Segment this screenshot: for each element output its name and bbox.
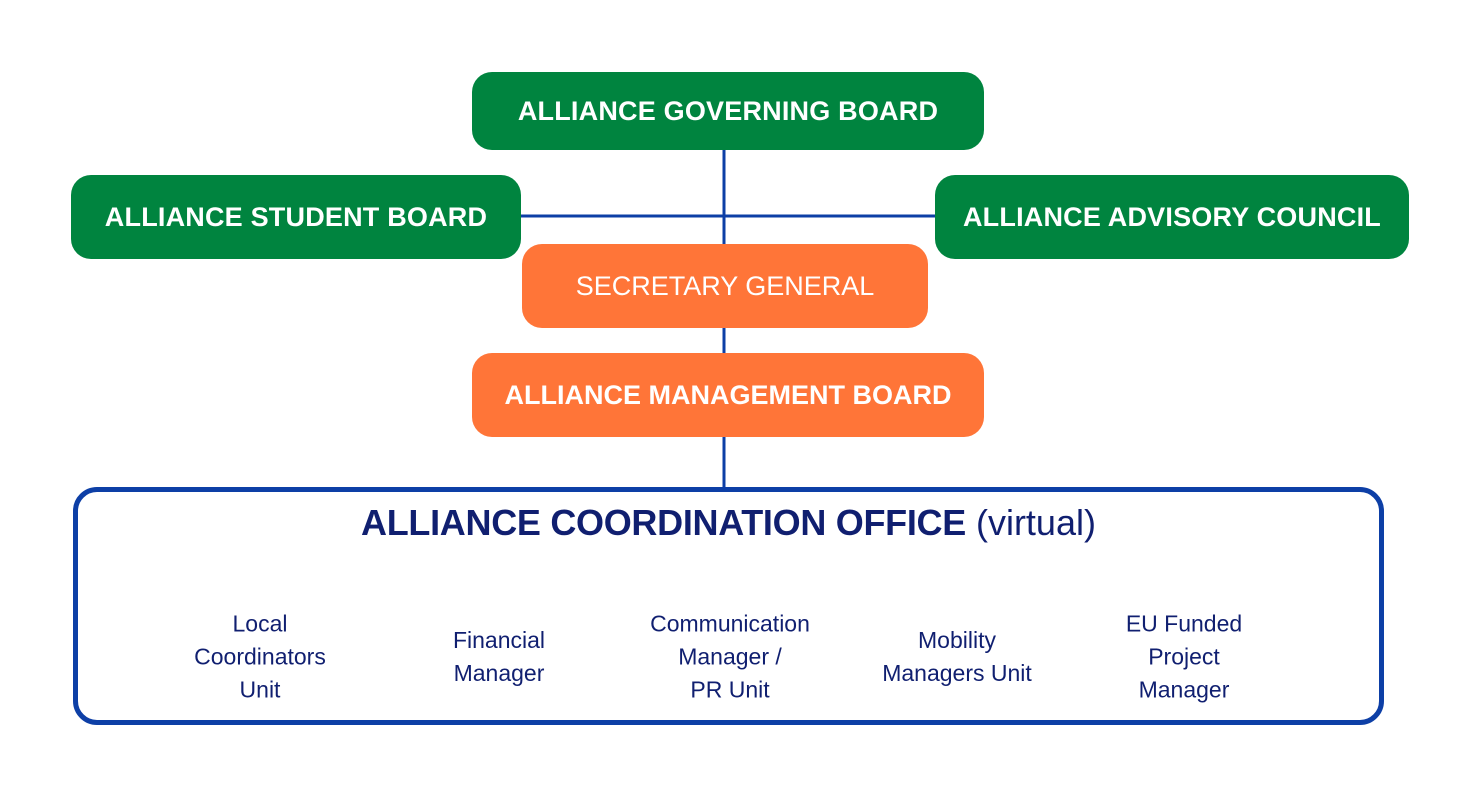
advisory-council-label: ALLIANCE ADVISORY COUNCIL <box>962 201 1381 232</box>
student-board-label: ALLIANCE STUDENT BOARD <box>104 201 488 232</box>
governing-board-box: ALLIANCE GOVERNING BOARD <box>472 72 984 150</box>
unit-local-coordinators: Local Coordinators Unit <box>194 610 326 703</box>
advisory-council-box: ALLIANCE ADVISORY COUNCIL <box>935 175 1409 259</box>
unit-communication-manager: Communication Manager / PR Unit <box>650 610 810 703</box>
governing-board-label: ALLIANCE GOVERNING BOARD <box>517 95 939 126</box>
office-subtitle-text: (virtual) <box>975 502 1096 543</box>
unit-financial-manager: Financial Manager <box>452 627 546 686</box>
management-board-box: ALLIANCE MANAGEMENT BOARD <box>472 353 984 437</box>
student-board-box: ALLIANCE STUDENT BOARD <box>71 175 521 259</box>
unit-mobility-managers: Mobility Managers Unit <box>882 627 1032 686</box>
coordination-office-title: ALLIANCE COORDINATION OFFICE (virtual) <box>78 502 1379 544</box>
secretary-general-label: SECRETARY GENERAL <box>575 270 875 301</box>
management-board-label: ALLIANCE MANAGEMENT BOARD <box>504 379 952 410</box>
unit-eu-funded-project-manager: EU Funded Project Manager <box>1125 610 1243 703</box>
office-title-text: ALLIANCE COORDINATION OFFICE <box>361 502 966 543</box>
coordination-office-box: ALLIANCE COORDINATION OFFICE (virtual) L… <box>73 487 1384 725</box>
secretary-general-box: SECRETARY GENERAL <box>522 244 928 328</box>
